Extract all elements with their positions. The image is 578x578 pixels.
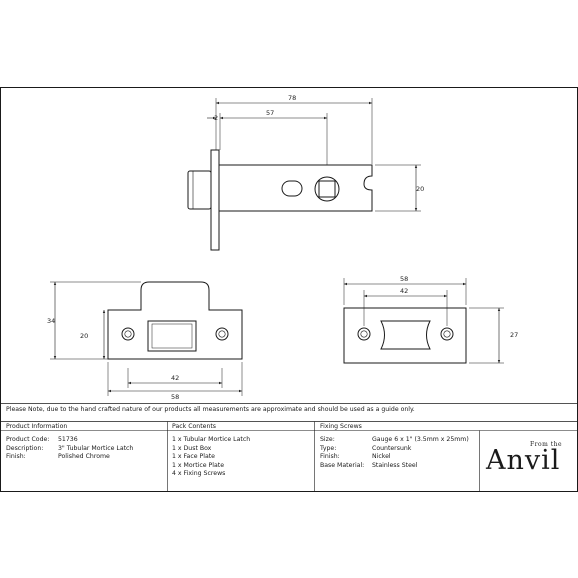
product-information-table: Product Code: 51736 Description: 3" Tubula… (6, 436, 133, 462)
spec-value: Gauge 6 x 1" (3.5mm x 25mm) (372, 436, 469, 443)
dim-label-34: 34 (47, 317, 55, 325)
spec-row: Base Material: Stainless Steel (320, 462, 469, 471)
dim-label-78: 78 (288, 94, 296, 102)
spec-label: Finish: (320, 453, 340, 461)
mortice-plate-view (343, 278, 504, 364)
pack-contents-list: 1 x Tubular Mortice Latch 1 x Dust Box 1… (172, 436, 250, 479)
dim-label-2: 2 (214, 114, 218, 122)
anvil-logo: From the Anvil (486, 441, 572, 476)
dim-label-57: 57 (266, 109, 274, 117)
spec-value: Polished Chrome (58, 453, 110, 461)
faceplate-front-view (50, 281, 243, 396)
brand-tagline: From the (530, 441, 563, 448)
latch-bolt (187, 170, 212, 210)
spec-row: Description: 3" Tubular Mortice Latch (6, 445, 133, 454)
pack-contents-heading: Pack Contents (172, 423, 217, 430)
spec-value: 3" Tubular Mortice Latch (58, 444, 134, 452)
pack-item: 1 x Tubular Mortice Latch (172, 436, 251, 443)
spec-value: Stainless Steel (372, 461, 418, 469)
spec-label: Size: (320, 436, 335, 443)
spec-row: Type: Countersunk (320, 445, 469, 454)
spec-value: Nickel (372, 453, 391, 461)
spec-value: Countersunk (372, 444, 412, 452)
latch-faceplate (210, 149, 220, 251)
dim-label-faceplate-42: 42 (171, 374, 179, 382)
dim-label-faceplate-20: 20 (80, 332, 88, 340)
product-information-heading: Product Information (6, 423, 68, 430)
dim-label-latch-height: 20 (416, 185, 424, 193)
spec-label: Type: (320, 444, 337, 452)
dim-label-faceplate-58: 58 (171, 393, 179, 401)
spec-row: Finish: Nickel (320, 453, 469, 462)
spec-label: Base Material: (320, 461, 365, 469)
pack-item: 1 x Dust Box (172, 444, 212, 452)
spec-label: Product Code: (6, 436, 50, 443)
fixing-screws-heading: Fixing Screws (320, 423, 362, 430)
spec-value: 51736 (58, 436, 78, 443)
spec-label: Finish: (6, 453, 26, 461)
latch-side-view (187, 98, 421, 251)
spec-row: Product Code: 51736 (6, 436, 133, 445)
latch-oval-hole (281, 180, 303, 197)
brand-name: Anvil (486, 445, 561, 476)
mortice-plate-opening (380, 320, 431, 350)
dim-label-mortice-58: 58 (400, 275, 408, 283)
pack-item: 4 x Fixing Screws (172, 470, 226, 478)
dim-label-mortice-27: 27 (510, 331, 518, 339)
sheet-border (0, 87, 578, 492)
spec-row: Size: Gauge 6 x 1" (3.5mm x 25mm) (320, 436, 469, 445)
spec-row: Finish: Polished Chrome (6, 453, 133, 462)
disclaimer-note: Please Note, due to the hand crafted nat… (6, 406, 415, 413)
spec-label: Description: (6, 444, 44, 452)
fixing-screws-table: Size: Gauge 6 x 1" (3.5mm x 25mm) Type: Co… (320, 436, 469, 470)
pack-item: 1 x Mortice Plate (172, 461, 224, 469)
dim-label-mortice-42: 42 (400, 287, 408, 295)
pack-item: 1 x Face Plate (172, 453, 215, 461)
latch-spindle-hole (318, 180, 336, 198)
